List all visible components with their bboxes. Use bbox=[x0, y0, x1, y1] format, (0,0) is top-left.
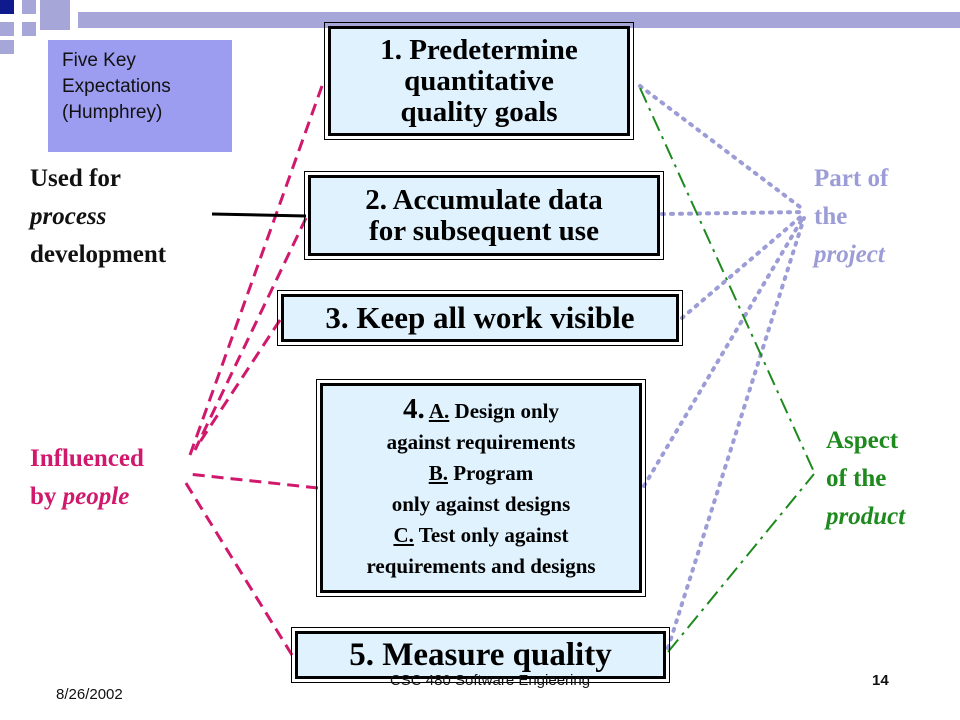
expectation-5-text: 5. Measure quality bbox=[349, 637, 612, 673]
used-for-process-annotation: Used for process development bbox=[30, 160, 166, 274]
corner-square-2 bbox=[22, 0, 36, 14]
corner-square-1 bbox=[0, 0, 14, 14]
part-of-line-1: Part of bbox=[814, 165, 889, 192]
expectation-1-line-2: quantitative bbox=[404, 64, 554, 97]
expectation-5-box: 5. Measure quality bbox=[291, 627, 670, 683]
corner-square-3 bbox=[40, 0, 70, 30]
influenced-by: by bbox=[30, 483, 63, 510]
label-line-1: Five Key bbox=[62, 50, 136, 71]
influenced-line-2: by people bbox=[30, 478, 144, 516]
used-for-line-1: Used for bbox=[30, 165, 121, 192]
course-title: CSC 480 Software Engieering bbox=[389, 672, 591, 689]
expectation-4-box: 4. A. Design only against requirements B… bbox=[316, 379, 646, 597]
expectation-2-line-2: for subsequent use bbox=[369, 214, 599, 247]
aspect-of-product-annotation: Aspect of the product bbox=[826, 422, 905, 536]
slide-date: 8/26/2002 bbox=[56, 686, 123, 703]
expectation-4-line-3: B. Program bbox=[429, 458, 534, 489]
page-number: 14 bbox=[872, 672, 889, 689]
expectation-2-box: 2. Accumulate data for subsequent use bbox=[304, 171, 664, 260]
part-of-project-annotation: Part of the project bbox=[814, 160, 888, 274]
item-a-label: A. bbox=[428, 399, 450, 423]
product-lines bbox=[639, 87, 815, 653]
part-of-line-3: project bbox=[814, 241, 885, 268]
expectation-4-line-5: C. Test only against bbox=[393, 520, 568, 551]
item-c-text: Test only against bbox=[413, 523, 569, 547]
expectation-4-line-1: 4. A. Design only bbox=[403, 394, 559, 427]
process-line bbox=[211, 212, 307, 218]
expectation-2-line-1: 2. Accumulate data bbox=[365, 183, 603, 216]
item-c-label: C. bbox=[393, 523, 414, 547]
label-line-3: (Humphrey) bbox=[62, 102, 163, 123]
five-key-expectations-label: Five Key Expectations (Humphrey) bbox=[48, 40, 232, 152]
used-for-line-3: development bbox=[30, 241, 167, 268]
influenced-by-people-annotation: Influenced by people bbox=[30, 440, 144, 516]
corner-square-5 bbox=[22, 22, 36, 36]
item-b-text-2: only against designs bbox=[391, 492, 571, 516]
aspect-line-3: product bbox=[826, 503, 906, 530]
item-a-text: Design only bbox=[449, 399, 559, 423]
expectation-1-box: 1. Predetermine quantitative quality goa… bbox=[324, 22, 634, 140]
project-lines bbox=[638, 84, 806, 650]
label-line-2: Expectations bbox=[62, 76, 171, 97]
expectation-1-line-1: 1. Predetermine bbox=[380, 33, 578, 66]
item-b-text: Program bbox=[447, 461, 534, 485]
influenced-people: people bbox=[62, 483, 130, 510]
corner-square-4 bbox=[0, 22, 14, 36]
part-of-line-2: the bbox=[814, 203, 848, 230]
aspect-line-1: Aspect bbox=[826, 427, 899, 454]
expectation-4-number: 4. bbox=[403, 393, 425, 425]
item-b-label: B. bbox=[428, 461, 448, 485]
influence-lines bbox=[182, 85, 324, 656]
expectation-3-box: 3. Keep all work visible bbox=[277, 290, 683, 346]
influenced-line-1: Influenced bbox=[30, 445, 144, 472]
corner-square-6 bbox=[0, 40, 14, 54]
aspect-line-2: of the bbox=[826, 465, 887, 492]
used-for-line-2: process bbox=[30, 203, 107, 230]
expectation-3-text: 3. Keep all work visible bbox=[325, 300, 635, 335]
header-bar bbox=[78, 12, 960, 28]
expectation-1-line-3: quality goals bbox=[400, 95, 558, 128]
item-a-text-2: against requirements bbox=[386, 430, 576, 454]
item-c-text-2: requirements and designs bbox=[366, 554, 596, 578]
